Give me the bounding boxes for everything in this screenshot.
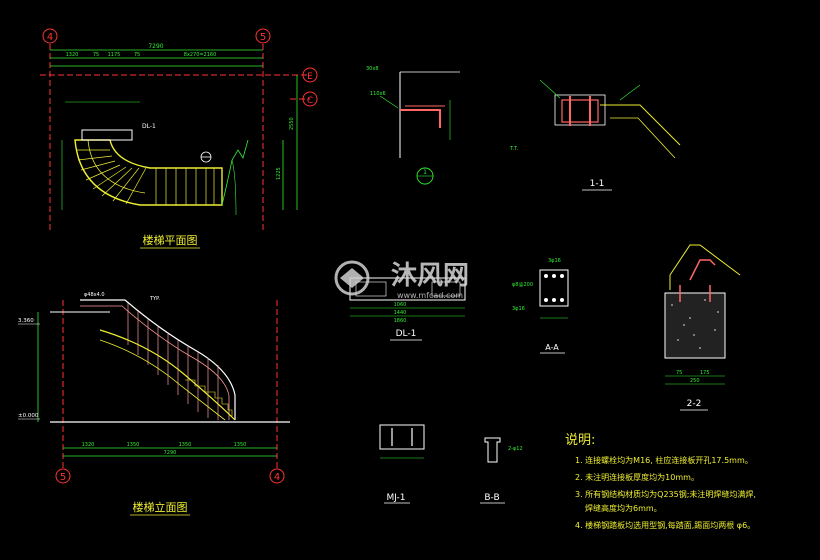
dl1-dim-3: 1860 bbox=[394, 318, 407, 324]
note-2: 2. 未注明连接板厚度均为10mm。 bbox=[575, 472, 699, 482]
elevation-title: 楼梯立面图 bbox=[133, 500, 188, 514]
grid-tag-5-bottom: 5 bbox=[55, 468, 71, 484]
note-4: 4. 楼梯钢踏板均选用型钢,每踏面,踢面均两根 φ6。 bbox=[575, 520, 755, 530]
note-1: 1. 连接螺栓均为M16, 柱应连接板开孔17.5mm。 bbox=[575, 455, 753, 465]
stair-elevation-view: 5 4 1320 1350 1350 1350 7290 3.360 ±0.00… bbox=[18, 292, 290, 516]
plan-dim-2: 75 bbox=[93, 52, 99, 58]
aa-title: A-A bbox=[545, 343, 559, 352]
grid-tag-e: E bbox=[302, 67, 318, 83]
svg-text:30x8: 30x8 bbox=[366, 66, 379, 72]
general-notes: 说明: 1. 连接螺栓均为M16, 柱应连接板开孔17.5mm。 2. 未注明连… bbox=[565, 433, 756, 530]
elev-level-top: 3.360 bbox=[18, 318, 34, 324]
s22-dim-2: 175 bbox=[700, 370, 710, 376]
grid-tag-c: C bbox=[302, 91, 318, 107]
mj1-title: MJ-1 bbox=[386, 493, 405, 503]
dl1-title: DL-1 bbox=[396, 329, 417, 339]
svg-text:4: 4 bbox=[274, 472, 280, 483]
section-2-2: 75 175 250 2-2 bbox=[664, 244, 741, 411]
dl1-dim-2: 1440 bbox=[394, 310, 407, 316]
plan-dim-1: 1320 bbox=[66, 52, 79, 58]
grid-tag-4-bottom: 4 bbox=[269, 468, 285, 484]
aa-note-bottom: 3φ16 bbox=[512, 306, 525, 312]
elev-dim-4: 1350 bbox=[234, 442, 247, 448]
note-3: 3. 所有钢结构材质均为Q235钢;未注明焊缝均满焊, bbox=[575, 489, 756, 499]
section-b-b: 2-φ12 B-B bbox=[480, 437, 523, 504]
elev-dim-3: 1350 bbox=[179, 442, 192, 448]
svg-text:C: C bbox=[307, 96, 313, 106]
plan-dl1-label: DL-1 bbox=[142, 123, 156, 130]
notes-title: 说明: bbox=[565, 433, 595, 448]
svg-text:T.T.: T.T. bbox=[509, 146, 519, 152]
elev-dim-2: 1350 bbox=[127, 442, 140, 448]
section-a-a: 3φ16 φ8@200 3φ16 A-A bbox=[512, 258, 569, 354]
section-1-1: T.T. 1-1 bbox=[509, 79, 681, 191]
elev-typ-note: TYP. bbox=[149, 296, 160, 302]
watermark: 沐风网 www.mfcad.com bbox=[334, 260, 469, 300]
elev-railing-note: φ48x4.0 bbox=[84, 292, 105, 298]
plan-dim-5: 8x270=2160 bbox=[184, 52, 217, 58]
aa-note-stirrup: φ8@200 bbox=[512, 282, 533, 288]
grid-tag-4-top: 4 bbox=[42, 28, 58, 44]
watermark-url: www.mfcad.com bbox=[397, 291, 463, 300]
plan-side-dim-2: 1225 bbox=[276, 167, 282, 180]
plan-dim-4: 75 bbox=[134, 52, 140, 58]
dl1-dim-1: 1060 bbox=[394, 302, 407, 308]
svg-text:4: 4 bbox=[47, 32, 53, 43]
elev-dim-1: 1320 bbox=[82, 442, 95, 448]
note-3b: 焊缝高度均为6mm。 bbox=[585, 503, 662, 513]
svg-text:5: 5 bbox=[60, 472, 66, 483]
plan-side-dim: 2550 bbox=[289, 117, 295, 130]
detail-mj1: MJ-1 bbox=[379, 424, 425, 504]
section-1-1-title: 1-1 bbox=[590, 179, 605, 189]
svg-text:E: E bbox=[307, 72, 313, 82]
detail-dl1: 1060 1440 1860 DL-1 bbox=[349, 277, 466, 341]
section-2-2-title: 2-2 bbox=[687, 399, 702, 409]
detail-1-marker: 1 bbox=[423, 169, 427, 176]
watermark-brand: 沐风网 bbox=[391, 261, 469, 291]
bb-title: B-B bbox=[484, 493, 499, 503]
plan-dim-3: 1175 bbox=[108, 52, 121, 58]
plan-title: 楼梯平面图 bbox=[143, 233, 198, 247]
bb-note: 2-φ12 bbox=[508, 446, 523, 452]
s22-dim-1: 75 bbox=[676, 370, 682, 376]
s22-dim-3: 250 bbox=[690, 378, 700, 384]
detail-1: 30x8 110x6 1 bbox=[366, 66, 460, 185]
plan-overall-dim: 7290 bbox=[148, 43, 163, 50]
stair-plan-view: 4 5 E C 7290 1320 75 1175 75 8x270=2160 … bbox=[40, 28, 318, 249]
elev-level-bottom: ±0.000 bbox=[18, 413, 39, 419]
aa-note-top: 3φ16 bbox=[548, 258, 561, 264]
grid-tag-5-top: 5 bbox=[255, 28, 271, 44]
svg-text:5: 5 bbox=[260, 32, 266, 43]
elev-overall-dim: 7290 bbox=[164, 450, 177, 456]
svg-text:110x6: 110x6 bbox=[370, 91, 386, 97]
